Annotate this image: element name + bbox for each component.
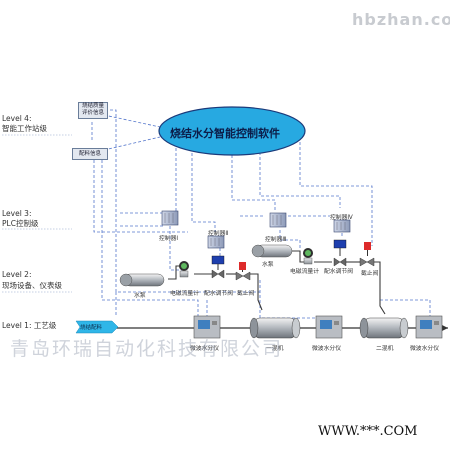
ingredient-info-box: 配料信息 xyxy=(72,148,108,160)
controller-1-label: 控制器Ⅰ xyxy=(159,236,179,242)
signal-lines xyxy=(91,109,431,319)
cutoff-valve-right-label: 截止阀 xyxy=(361,271,379,277)
company-watermark: 青岛环瑞自动化科技有限公司 xyxy=(10,338,284,360)
water-pump-left xyxy=(119,273,165,287)
level3-title: Level 3: xyxy=(2,209,32,218)
controller-2-label: 控制器Ⅱ xyxy=(208,231,229,237)
cutoff-valve-right xyxy=(359,242,375,267)
mixer-2-label: 二混机 xyxy=(376,346,394,352)
corner-watermark: hbzhan.com xyxy=(352,10,450,29)
mixer-drum-1 xyxy=(249,317,301,339)
footer-url: WWW.***.COM xyxy=(318,424,418,439)
flowmeter-left xyxy=(179,261,189,278)
cutoff-valve-left-label: 截止阀 xyxy=(237,291,255,297)
sinter-batching-arrow xyxy=(75,320,119,334)
sinter-batching-label: 烧结配料 xyxy=(80,325,103,331)
flowmeter-left-label: 电磁流量计 xyxy=(170,291,199,297)
software-ellipse xyxy=(158,106,306,156)
regulating-valve-right xyxy=(333,239,347,267)
pump-right-label: 水泵 xyxy=(262,262,274,268)
level4-desc: 智能工作站级 xyxy=(2,124,47,133)
controller-4-label: 控制器Ⅳ xyxy=(330,215,353,221)
level1-label: Level 1: 工艺级 xyxy=(2,321,57,330)
controller-3-label: 控制器Ⅲ xyxy=(265,237,287,243)
moisture-meter-1 xyxy=(193,315,221,339)
regulating-valve-right-label: 配水调节阀 xyxy=(324,269,353,275)
level4-title: Level 4: xyxy=(2,114,32,123)
moisture-meter-2-label: 微波水分仪 xyxy=(312,346,341,352)
level3-desc: PLC控制级 xyxy=(2,219,39,228)
level2-title: Level 2: xyxy=(2,270,32,279)
regulating-valve-left xyxy=(211,255,225,279)
regulating-valve-left-label: 配水调节阀 xyxy=(204,291,233,297)
flowmeter-right-label: 电磁流量计 xyxy=(290,269,319,275)
moisture-meter-1-label: 微波水分仪 xyxy=(190,346,219,352)
water-pump-right xyxy=(251,244,293,258)
water-lines xyxy=(168,250,386,315)
level-separators xyxy=(2,134,72,293)
cutoff-valve-left xyxy=(235,262,251,281)
level2-desc: 现场设备、仪表级 xyxy=(2,281,62,290)
pump-left-label: 水泵 xyxy=(134,293,146,299)
moisture-meter-3 xyxy=(415,315,443,339)
moisture-meter-3-label: 微波水分仪 xyxy=(410,346,439,352)
software-title: 烧结水分智能控制软件 xyxy=(170,127,280,140)
mixer-1-label: 一混机 xyxy=(266,346,284,352)
flowmeter-right xyxy=(303,248,313,265)
sinter-quality-box: 烧结质量 评价信息 xyxy=(78,102,108,119)
mixer-drum-2 xyxy=(359,317,409,339)
moisture-meter-2 xyxy=(315,315,343,339)
controller-icons xyxy=(161,210,351,249)
